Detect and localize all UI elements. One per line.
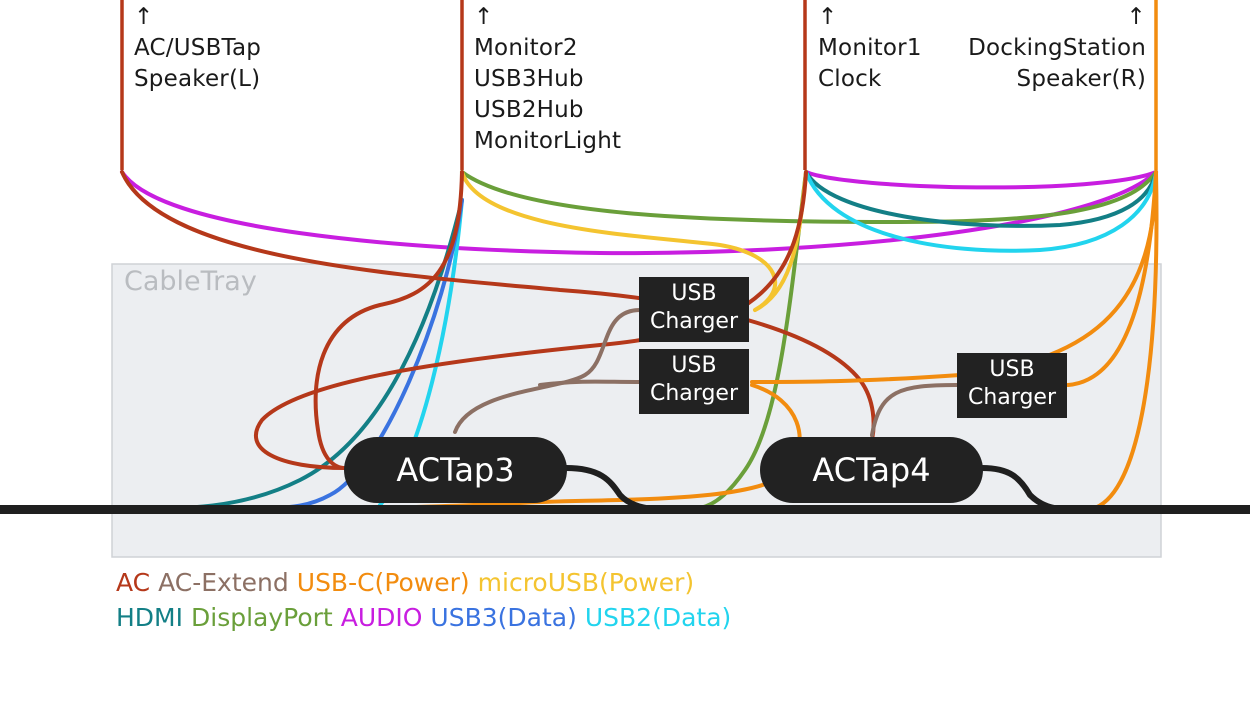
device-name: MonitorLight [474, 128, 622, 154]
charger-label: USB [671, 281, 717, 306]
ac-cable-left [120, 170, 876, 442]
device-name: USB2Hub [474, 97, 584, 123]
ac-tap-3: ACTap3 [344, 437, 567, 503]
usb-charger-3: USB Charger [957, 353, 1067, 418]
legend-audio: AUDIO [340, 603, 423, 632]
usbc-cable-2 [1066, 170, 1158, 387]
usbc-cable-4 [1093, 170, 1159, 510]
microusb-cable-1 [460, 170, 777, 312]
device-name: Speaker(R) [1016, 66, 1146, 92]
ac-cable-right [254, 170, 808, 470]
usb-charger-2: USB Charger [639, 349, 749, 414]
device-label-right: ↑ DockingStation Speaker(R) [968, 2, 1146, 95]
device-label-left: ↑ AC/USBTap Speaker(L) [134, 2, 261, 95]
legend-ac: AC [116, 568, 151, 597]
usb2-cable-1 [804, 170, 1158, 253]
up-arrow-icon: ↑ [1126, 4, 1146, 30]
wall-outlet-strip [0, 505, 1250, 514]
audio-cable-2 [804, 170, 1158, 190]
up-arrow-icon: ↑ [134, 4, 154, 30]
device-name: USB3Hub [474, 66, 584, 92]
displayport-cable-2 [698, 170, 808, 510]
legend-usb2-data: USB2(Data) [584, 603, 732, 632]
device-name: Speaker(L) [134, 66, 261, 92]
device-name: AC/USBTap [134, 35, 262, 61]
charger-label: Charger [650, 381, 738, 406]
charger-label: USB [671, 353, 717, 378]
device-name: Monitor2 [474, 35, 578, 61]
device-name: Clock [818, 66, 882, 92]
device-label-center: ↑ Monitor2 USB3Hub USB2Hub MonitorLight [474, 2, 621, 157]
cable-tray-label: CableTray [124, 266, 257, 297]
ac-extend-cable-1 [453, 308, 642, 434]
hdmi-cable-1 [804, 170, 1158, 228]
charger-label: USB [989, 357, 1035, 382]
legend-displayport: DisplayPort [191, 603, 333, 632]
up-arrow-icon: ↑ [818, 4, 838, 30]
legend-usbc-power: USB-C(Power) [296, 568, 470, 597]
legend-hdmi: HDMI [116, 603, 183, 632]
legend-microusb-power: microUSB(Power) [477, 568, 695, 597]
up-arrow-icon: ↑ [474, 4, 494, 30]
ac-tap-4: ACTap4 [760, 437, 983, 503]
usb-charger-1: USB Charger [639, 277, 749, 342]
ac-cable-center [313, 170, 464, 470]
ac-extend-cable-3 [870, 383, 959, 437]
ac-extend-cable-2 [538, 379, 642, 387]
legend-ac-extend: AC-Extend [158, 568, 289, 597]
charger-label: Charger [968, 385, 1056, 410]
charger-label: Charger [650, 309, 738, 334]
device-name: Monitor1 [818, 35, 922, 61]
device-label-right-center: ↑ Monitor1 Clock [818, 2, 922, 95]
legend-usb3-data: USB3(Data) [430, 603, 577, 632]
device-name: DockingStation [968, 35, 1146, 61]
